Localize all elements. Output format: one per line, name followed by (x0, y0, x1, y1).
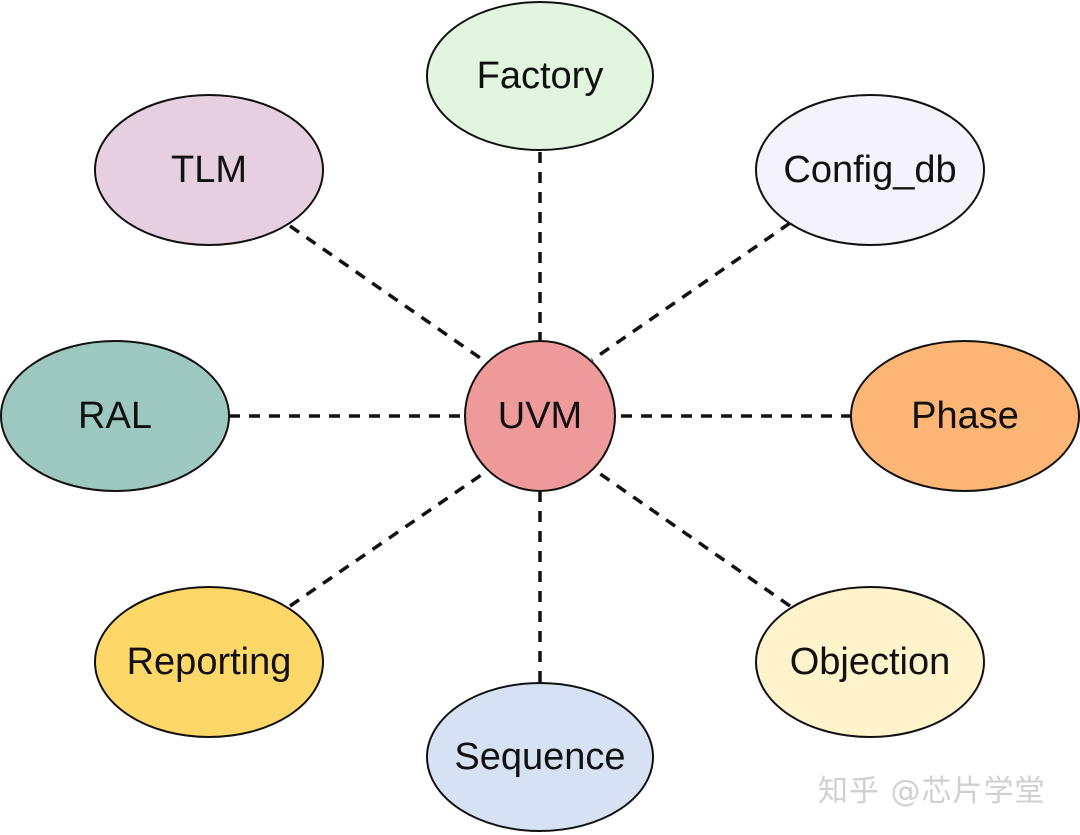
node-tlm: TLM (94, 94, 324, 246)
node-config-db-label: Config_db (783, 149, 956, 191)
node-phase: Phase (850, 340, 1080, 492)
edge-uvm-objection (595, 469, 791, 608)
node-objection: Objection (755, 586, 985, 738)
node-config-db: Config_db (755, 94, 985, 246)
node-factory-label: Factory (477, 55, 604, 97)
node-sequence-ellipse (426, 682, 654, 832)
edge-uvm-config-db (591, 221, 791, 362)
edge-uvm-reporting (289, 469, 488, 608)
node-reporting: Reporting (94, 586, 324, 738)
center-node-circle (464, 340, 616, 492)
node-objection-ellipse (755, 586, 985, 738)
node-sequence-label: Sequence (454, 736, 625, 778)
center-node-label: UVM (498, 395, 582, 437)
node-factory-ellipse (426, 1, 654, 151)
watermark-text: 知乎 @芯片学堂 (818, 774, 1046, 809)
edge-uvm-tlm (289, 224, 487, 364)
node-phase-label: Phase (911, 395, 1019, 437)
center-node: UVM (464, 340, 616, 492)
node-objection-label: Objection (790, 641, 951, 683)
node-tlm-ellipse (94, 94, 324, 246)
node-ral-ellipse (0, 340, 230, 492)
node-phase-ellipse (850, 340, 1080, 492)
node-config-db-ellipse (755, 94, 985, 246)
node-factory: Factory (426, 1, 654, 151)
node-tlm-label: TLM (171, 149, 247, 191)
node-sequence: Sequence (426, 682, 654, 832)
node-reporting-label: Reporting (127, 641, 292, 683)
node-reporting-ellipse (94, 586, 324, 738)
node-ral-label: RAL (78, 395, 152, 437)
node-ral: RAL (0, 340, 230, 492)
edges (229, 152, 852, 682)
